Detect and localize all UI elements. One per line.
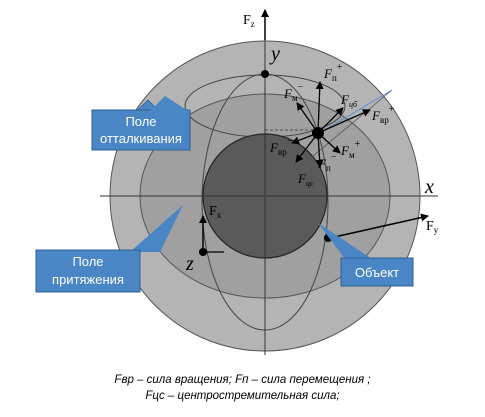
attraction-callout-line1: Поле [72,254,103,269]
z-axis-label: z [185,253,194,275]
repulsion-field-callout: Поле отталкивания [91,96,191,151]
y-axis-label: y [269,43,280,65]
f-m-plus-arrow [317,132,341,154]
fy-label: Fy [426,219,439,235]
attraction-callout-line2: притяжения [52,272,124,287]
f-vr-plus-label: Fвр+ [371,104,395,125]
f-cb-label: Fцб [340,92,358,109]
attraction-field-callout: Поле притяжения [35,205,183,293]
f-cs-label: Fцс [297,171,314,188]
fx-label: Fx [209,204,222,220]
x-axis-label: x [424,176,434,198]
radial-diagonal-extension [319,89,393,134]
f-p-minus-arrow [315,132,324,168]
object-callout: Объект [318,223,414,287]
f-p-plus-arrow [315,81,324,134]
repulsion-callout-line1: Поле [125,114,156,129]
object-callout-text: Объект [355,265,399,280]
f-m-plus-label: Fм+ [340,139,361,160]
repulsion-callout-line2: отталкивания [100,131,182,146]
f-vr-minus-arrow [291,132,319,145]
caption: Fвр – сила вращения; Fп – сила перемещен… [0,372,485,404]
f-m-minus-arrow [296,102,319,134]
caption-line-2: Fцс – центростремительная сила; [145,390,340,402]
f-p-plus-label: Fп+ [323,62,343,83]
f-cb-arrow [317,107,344,134]
f-m-minus-label: Fм− [283,82,304,103]
force-field-diagram: Fz y x z Fx Fy Fп+ Fм− Fцб Fвр+ Fвр− Fм+… [35,9,439,355]
f-vr-minus-label: Fвр− [269,136,293,157]
fy-arrow [329,213,429,239]
f-vr-plus-arrow [317,109,371,134]
f-p-minus-label: Fп− [317,152,337,173]
f-cs-arrow [295,132,319,163]
y-axis-point [261,70,269,78]
caption-line-1: Fвр – сила вращения; Fп – сила перемещен… [114,374,371,386]
fz-label: Fz [243,13,255,29]
